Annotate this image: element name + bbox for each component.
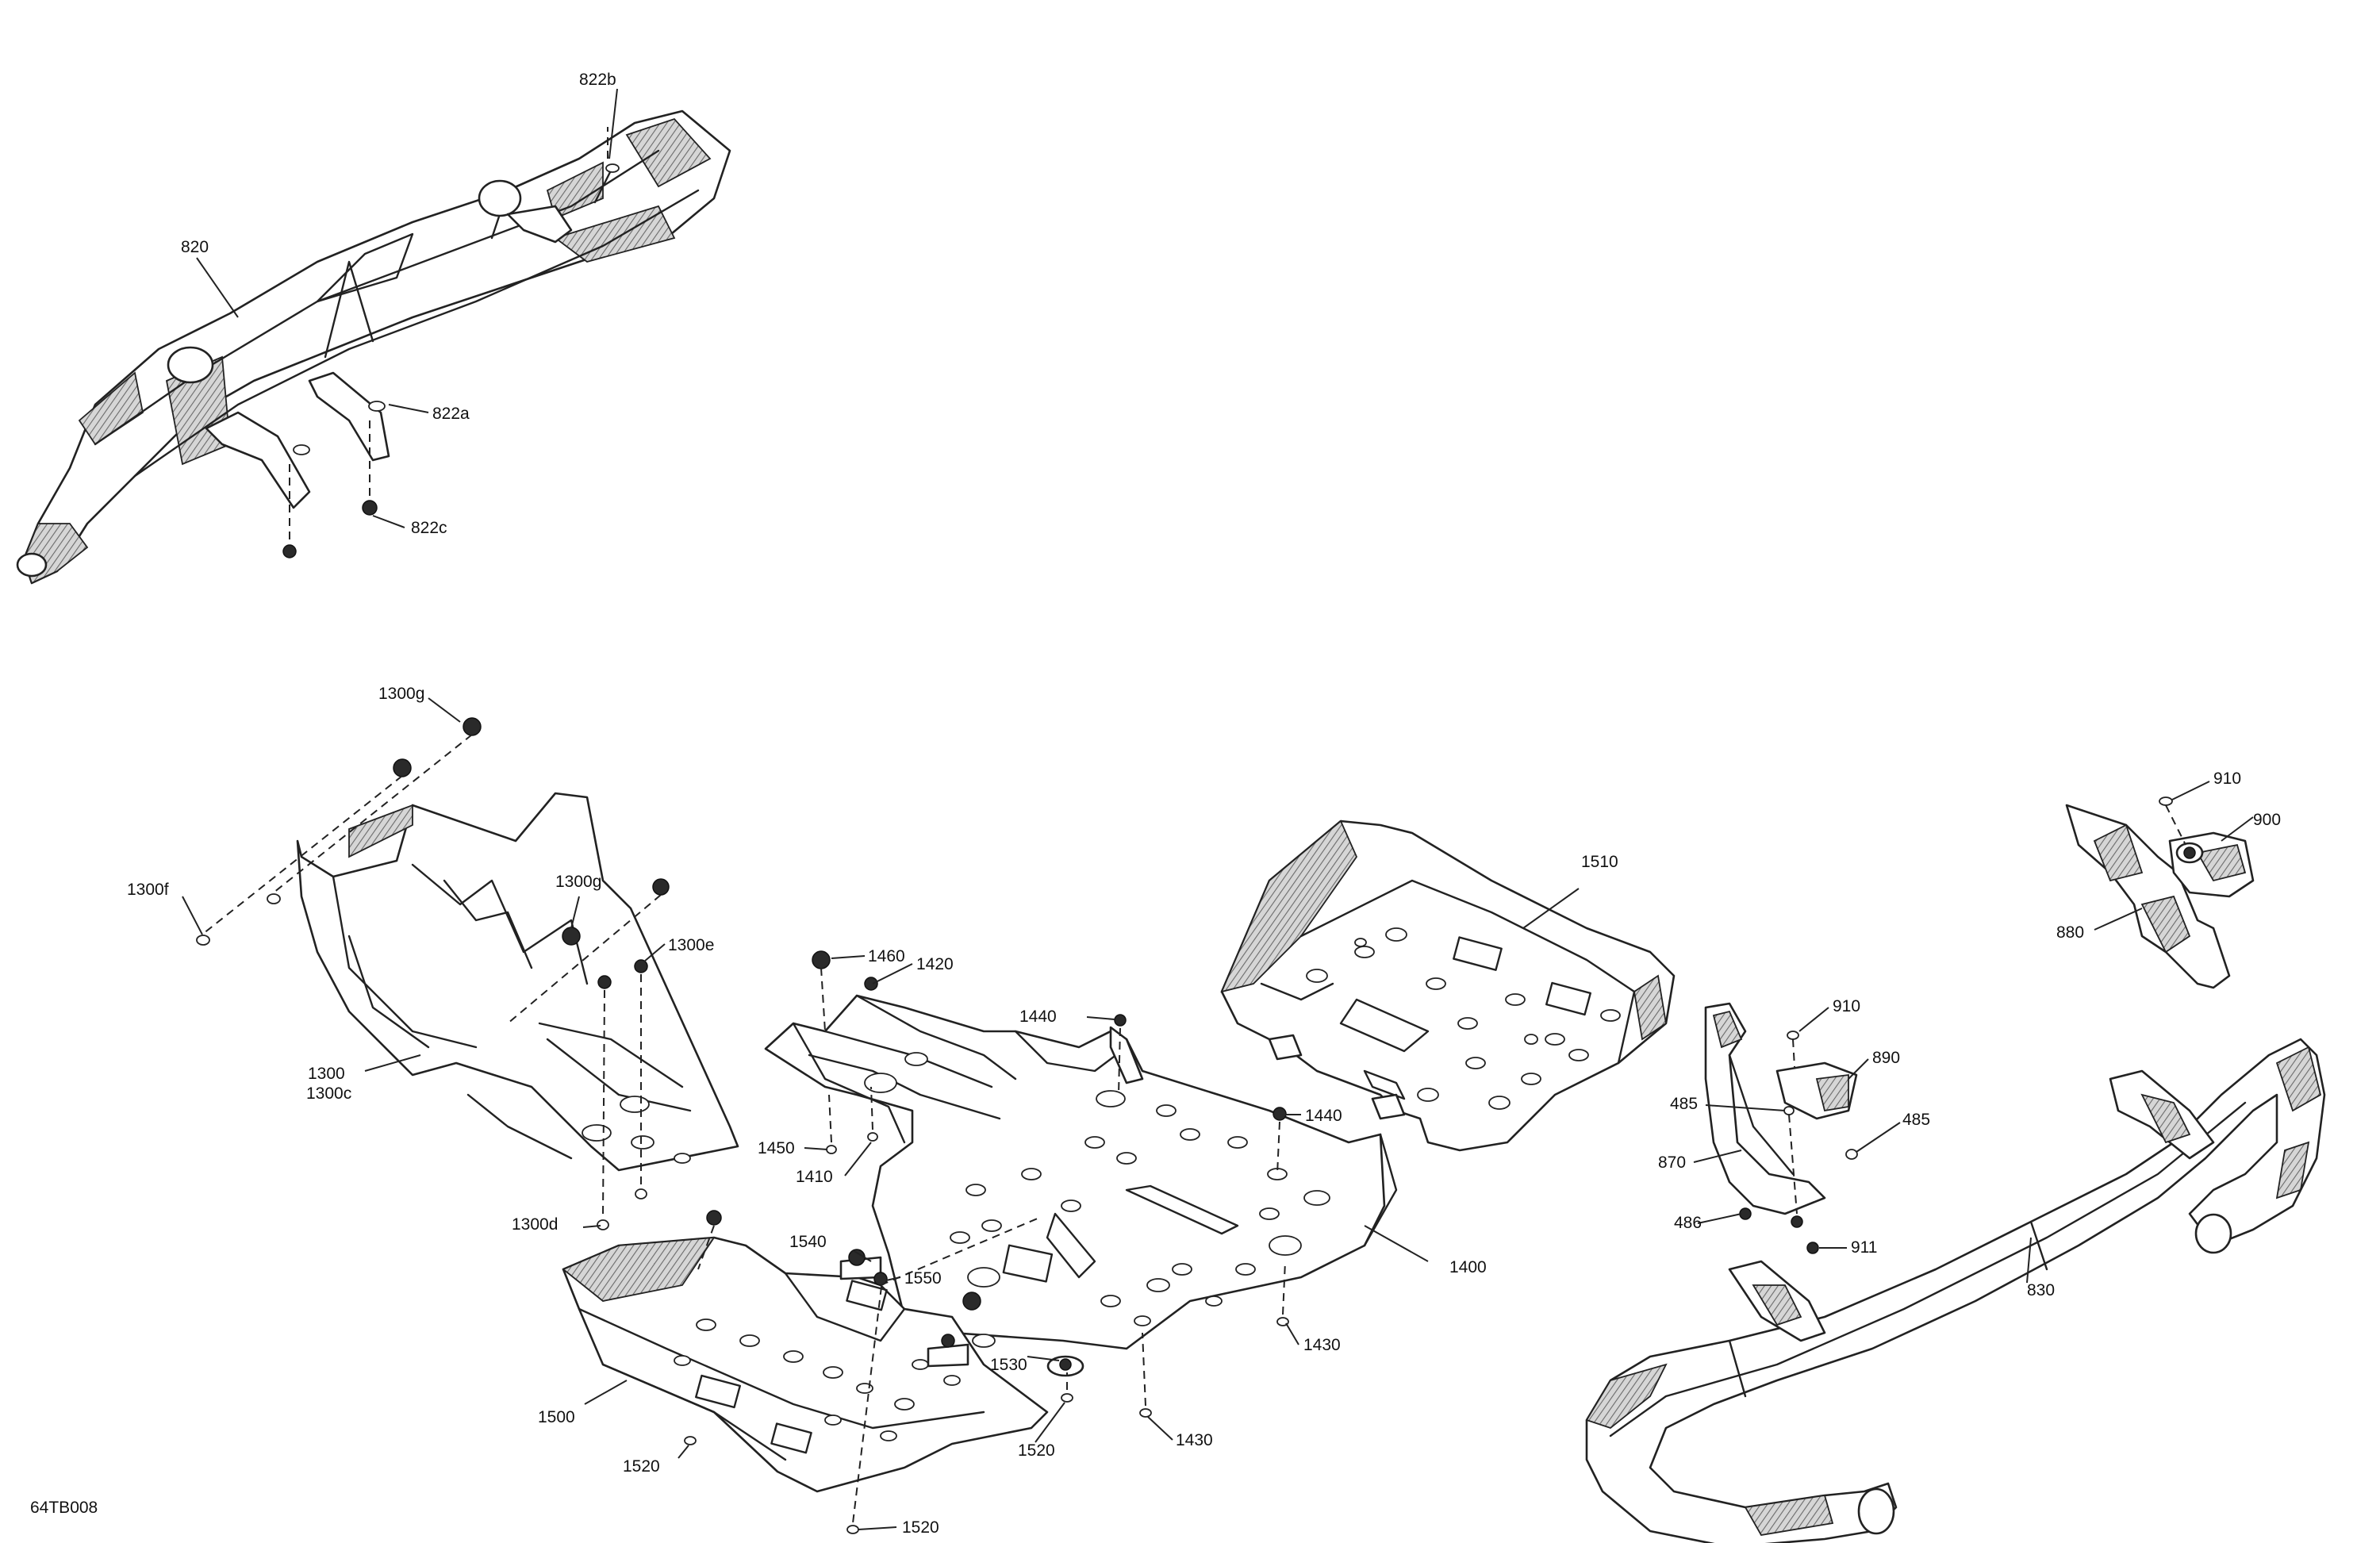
callout-910-top: 910 xyxy=(2213,770,2241,788)
callout-900: 900 xyxy=(2253,811,2281,829)
reference-code: 64TB008 xyxy=(30,1499,98,1517)
callout-1410: 1410 xyxy=(796,1168,833,1186)
callout-1420: 1420 xyxy=(916,955,954,973)
callout-1540: 1540 xyxy=(789,1233,827,1251)
callout-1500: 1500 xyxy=(538,1408,575,1426)
callout-1300e: 1300e xyxy=(668,936,714,954)
callout-labels: 822b 820 822a 822c 1300g 1300f 1300g 130… xyxy=(30,71,2281,1537)
callout-822c: 822c xyxy=(411,519,447,537)
callout-1510: 1510 xyxy=(1581,853,1618,871)
front-skid-plate-1300 xyxy=(196,717,739,1230)
callout-1530: 1530 xyxy=(990,1356,1027,1374)
callout-911: 911 xyxy=(1851,1238,1877,1257)
callout-880: 880 xyxy=(2056,923,2084,942)
front-bumper-assembly-820 xyxy=(16,109,731,585)
skid-plate-1510 xyxy=(1220,819,1676,1152)
callout-822a: 822a xyxy=(432,405,470,423)
callout-890: 890 xyxy=(1872,1049,1900,1067)
callout-830: 830 xyxy=(2027,1281,2055,1299)
callout-910-mid: 910 xyxy=(1833,997,1860,1015)
callout-1520-mid: 1520 xyxy=(1018,1441,1055,1460)
bracket-assembly-870-890 xyxy=(1704,1002,1858,1254)
callout-1520-left: 1520 xyxy=(623,1457,660,1476)
callout-1300: 1300 xyxy=(308,1065,345,1083)
callout-1300c: 1300c xyxy=(306,1084,351,1103)
callout-1550: 1550 xyxy=(904,1269,942,1288)
callout-1440-mid: 1440 xyxy=(1305,1107,1342,1125)
callout-1400: 1400 xyxy=(1449,1258,1487,1276)
callout-822b: 822b xyxy=(579,71,616,89)
callout-1300f: 1300f xyxy=(127,881,169,899)
callout-1440-top: 1440 xyxy=(1019,1008,1057,1026)
callout-1430-bottom: 1430 xyxy=(1176,1431,1213,1449)
callout-1520-bottom: 1520 xyxy=(902,1518,939,1537)
leader-lines xyxy=(182,88,2254,1530)
callout-870: 870 xyxy=(1658,1153,1686,1172)
callout-1300g-mid: 1300g xyxy=(555,873,601,891)
rear-skid-plate-1500 xyxy=(562,1210,1084,1534)
bracket-assembly-880-900 xyxy=(2065,796,2255,989)
callout-1300g-top: 1300g xyxy=(378,685,424,703)
callout-1450: 1450 xyxy=(758,1139,795,1157)
center-skid-plate-1400 xyxy=(764,950,1398,1418)
callout-1460: 1460 xyxy=(868,947,905,965)
callout-820: 820 xyxy=(181,238,209,256)
rear-bumper-830 xyxy=(1585,1038,2326,1543)
callout-1430-right: 1430 xyxy=(1303,1336,1341,1354)
callout-485-right: 485 xyxy=(1902,1111,1930,1129)
callout-486: 486 xyxy=(1674,1214,1702,1232)
callout-485-left: 485 xyxy=(1670,1095,1698,1113)
callout-1300d: 1300d xyxy=(512,1215,558,1234)
